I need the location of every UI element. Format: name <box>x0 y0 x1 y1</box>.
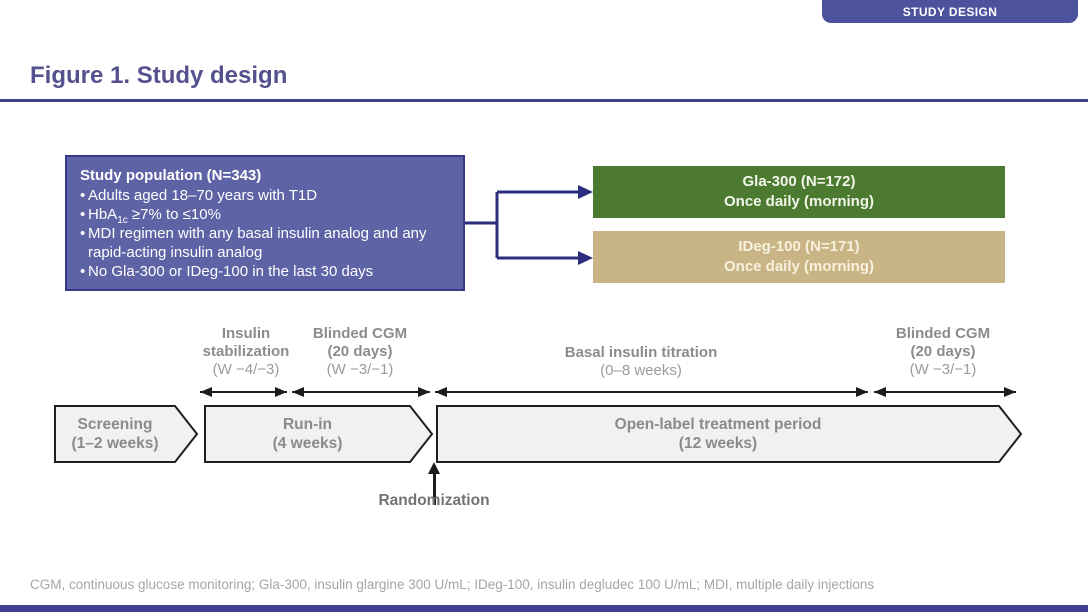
hba1c-prefix: HbA <box>88 206 118 223</box>
period-duration: (1–2 weeks) <box>71 435 159 452</box>
bullet-text: MDI regimen with any basal insulin analo… <box>88 225 427 261</box>
arm-title: Gla-300 (N=172) <box>742 173 856 190</box>
bullet-icon: • <box>80 206 86 223</box>
period-label: Run-in (4 weeks) <box>204 405 411 463</box>
bullet-text: No Gla-300 or IDeg-100 in the last 30 da… <box>88 263 374 280</box>
bullet-icon: • <box>80 225 86 242</box>
period-name: Run-in <box>282 416 333 433</box>
period-label: Open-label treatment period (12 weeks) <box>436 405 1000 463</box>
arm-box-ideg100: IDeg-100 (N=171) Once daily (morning) <box>593 231 1005 283</box>
phase-label-insulin-stabilization: Insulin stabilization (W −4/−3) <box>176 325 316 379</box>
phase-line: stabilization <box>202 343 290 360</box>
bullet-icon: • <box>80 263 86 280</box>
study-design-tab: STUDY DESIGN <box>822 0 1078 23</box>
arm-box-gla300: Gla-300 (N=172) Once daily (morning) <box>593 166 1005 218</box>
study-population-box: Study population (N=343) • Adults aged 1… <box>65 155 465 291</box>
bullet-icon: • <box>80 187 86 204</box>
phase-note: (W −3/−1) <box>909 361 977 378</box>
hba1c-subscript: 1c <box>117 215 128 226</box>
phase-label-blinded-cgm-end: Blinded CGM (20 days) (W −3/−1) <box>873 325 1013 379</box>
phase-note: (W −3/−1) <box>326 361 394 378</box>
branch-connector <box>465 185 593 265</box>
bullet-text: Adults aged 18–70 years with T1D <box>88 187 318 204</box>
arrow-right-icon <box>578 251 593 265</box>
arm-title: IDeg-100 (N=171) <box>738 238 860 255</box>
chevron-shape <box>54 405 199 463</box>
interval-arrow-titration <box>435 387 868 397</box>
bottom-accent-bar <box>0 605 1088 612</box>
phase-note: (0–8 weeks) <box>600 362 682 379</box>
phase-line: Insulin <box>221 325 271 342</box>
population-bullet-age: • Adults aged 18–70 years with T1D <box>80 186 453 205</box>
title-divider <box>0 99 1088 102</box>
phase-note: (W −4/−3) <box>212 361 280 378</box>
interval-arrow-cgm-end <box>874 387 1016 397</box>
phase-label-blinded-cgm-runin: Blinded CGM (20 days) (W −3/−1) <box>290 325 430 379</box>
period-name: Open-label treatment period <box>614 416 822 433</box>
period-chevron-open-label: Open-label treatment period (12 weeks) <box>436 405 1023 463</box>
randomization-arrow-icon <box>428 462 440 505</box>
population-bullet-no-gla: • No Gla-300 or IDeg-100 in the last 30 … <box>80 262 453 281</box>
period-label: Screening (1–2 weeks) <box>54 405 176 463</box>
bullet-text: HbA1c ≥7% to ≤10% <box>88 205 221 226</box>
chevron-shape <box>204 405 434 463</box>
hba1c-range: ≥7% to ≤10% <box>127 206 221 223</box>
population-bullet-mdi: • MDI regimen with any basal insulin ana… <box>80 224 453 262</box>
period-duration: (12 weeks) <box>678 435 758 452</box>
population-title: Study population (N=343) <box>80 167 262 184</box>
arm-subtitle: Once daily (morning) <box>723 258 874 275</box>
period-chevron-screening: Screening (1–2 weeks) <box>54 405 199 463</box>
arrow-right-icon <box>578 185 593 199</box>
phase-line: Basal insulin titration <box>564 344 718 361</box>
arm-subtitle: Once daily (morning) <box>723 193 874 210</box>
population-bullet-hba1c: • HbA1c ≥7% to ≤10% <box>80 205 453 226</box>
phase-line: Blinded CGM <box>895 325 991 342</box>
phase-line: (20 days) <box>910 343 976 360</box>
abbreviations-footnote: CGM, continuous glucose monitoring; Gla-… <box>30 577 875 592</box>
phase-label-basal-titration: Basal insulin titration (0–8 weeks) <box>541 344 741 380</box>
interval-arrow-stabilization <box>200 387 287 397</box>
phase-line: Blinded CGM <box>312 325 408 342</box>
chevron-shape <box>436 405 1023 463</box>
page-title: Figure 1. Study design <box>30 62 288 89</box>
period-duration: (4 weeks) <box>272 435 343 452</box>
phase-line: (20 days) <box>327 343 393 360</box>
period-chevron-runin: Run-in (4 weeks) <box>204 405 434 463</box>
randomization-label: Randomization <box>378 492 490 509</box>
interval-arrow-cgm-runin <box>292 387 430 397</box>
period-name: Screening <box>77 416 153 433</box>
